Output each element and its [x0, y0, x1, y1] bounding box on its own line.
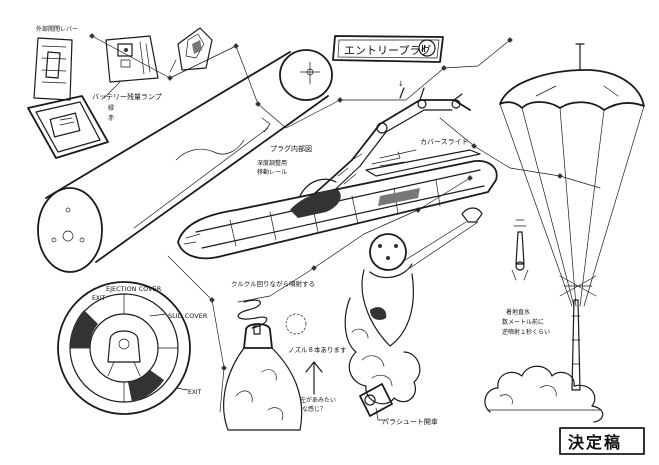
ejection-circle-diagram: EJECTION COVER EXIT SLID COVER EXIT — [57, 281, 208, 415]
rotation-arrow-sketch: 左があみたい な感じ？ — [300, 361, 336, 413]
battery-green-label: 緑 — [108, 104, 114, 112]
exterior-lever-label: 外部開閉レバー — [36, 25, 78, 33]
landing-detail: 着地直水 数メートル前に 逆噴射１秒くらい — [502, 219, 550, 336]
parachute-open-leader — [375, 407, 387, 421]
nozzle-capsule — [361, 233, 414, 347]
landing-smoke-cloud — [484, 365, 604, 423]
nozzle-count-label: ノズル８本あります — [288, 345, 347, 354]
plug-interior-label: プラグ内部図 — [270, 144, 312, 153]
trajectory-line — [89, 33, 601, 413]
plug-cutaway-cylinder — [37, 49, 333, 273]
parachute-open-label: パラシュート開傘 — [382, 417, 438, 426]
landing-label-2: 数メートル前に — [502, 318, 544, 326]
battery-lamp-label: バッテリー残量ランプ — [92, 92, 162, 101]
battery-panel-detail — [105, 35, 159, 83]
depth-rail-label-1: 深度調整用 — [257, 159, 287, 167]
stamp-text: 決定稿 — [568, 433, 622, 452]
exit-top-label: EXIT — [92, 295, 106, 302]
landing-label-3: 逆噴射１秒くらい — [502, 328, 550, 336]
main-parachute — [499, 43, 645, 307]
final-draft-stamp: 決定稿 — [559, 427, 645, 455]
entry-plug-body — [177, 160, 498, 260]
battery-red-label: 赤 — [108, 115, 114, 122]
title-number: Ⅱ — [421, 44, 426, 55]
landing-label-1: 着地直水 — [506, 308, 530, 316]
cover-slide-leader — [379, 149, 417, 159]
exterior-lever-detail: 外部開閉レバー — [33, 25, 78, 101]
hatch-console-detail — [27, 95, 109, 159]
spinning-flame — [344, 297, 421, 405]
battery-lamp-callout: バッテリー残量ランプ 緑 赤 — [92, 81, 162, 122]
spin-spiral — [237, 299, 268, 329]
nozzle-ring — [285, 313, 307, 335]
slid-cover-label: SLID COVER — [168, 312, 208, 320]
exit-bottom-label: EXIT — [188, 389, 202, 396]
lever-mechanism-detail — [169, 27, 213, 73]
ejection-cover-label: EJECTION COVER — [106, 285, 162, 293]
title-box: エントリープラグ Ⅱ — [332, 35, 444, 63]
rocket-plug — [223, 323, 303, 431]
title-text: エントリープラグ — [344, 43, 431, 57]
arm-arrow-mark: ↓ — [398, 80, 404, 88]
spin-spray-label: クルクル回りながら噴射する — [231, 279, 315, 288]
mechanical-arm: ↓ — [311, 80, 471, 203]
cover-slide-label: カバースライド — [420, 138, 469, 146]
depth-rail-label-2: 移動レール — [257, 168, 287, 176]
rotation-question-1: 左があみたい — [300, 396, 336, 404]
cover-slide-rails — [365, 149, 481, 177]
rotation-question-2: な感じ？ — [302, 405, 326, 413]
small-parachute — [401, 207, 483, 269]
hanging-plug — [559, 275, 597, 391]
bottom-plug — [359, 383, 393, 417]
